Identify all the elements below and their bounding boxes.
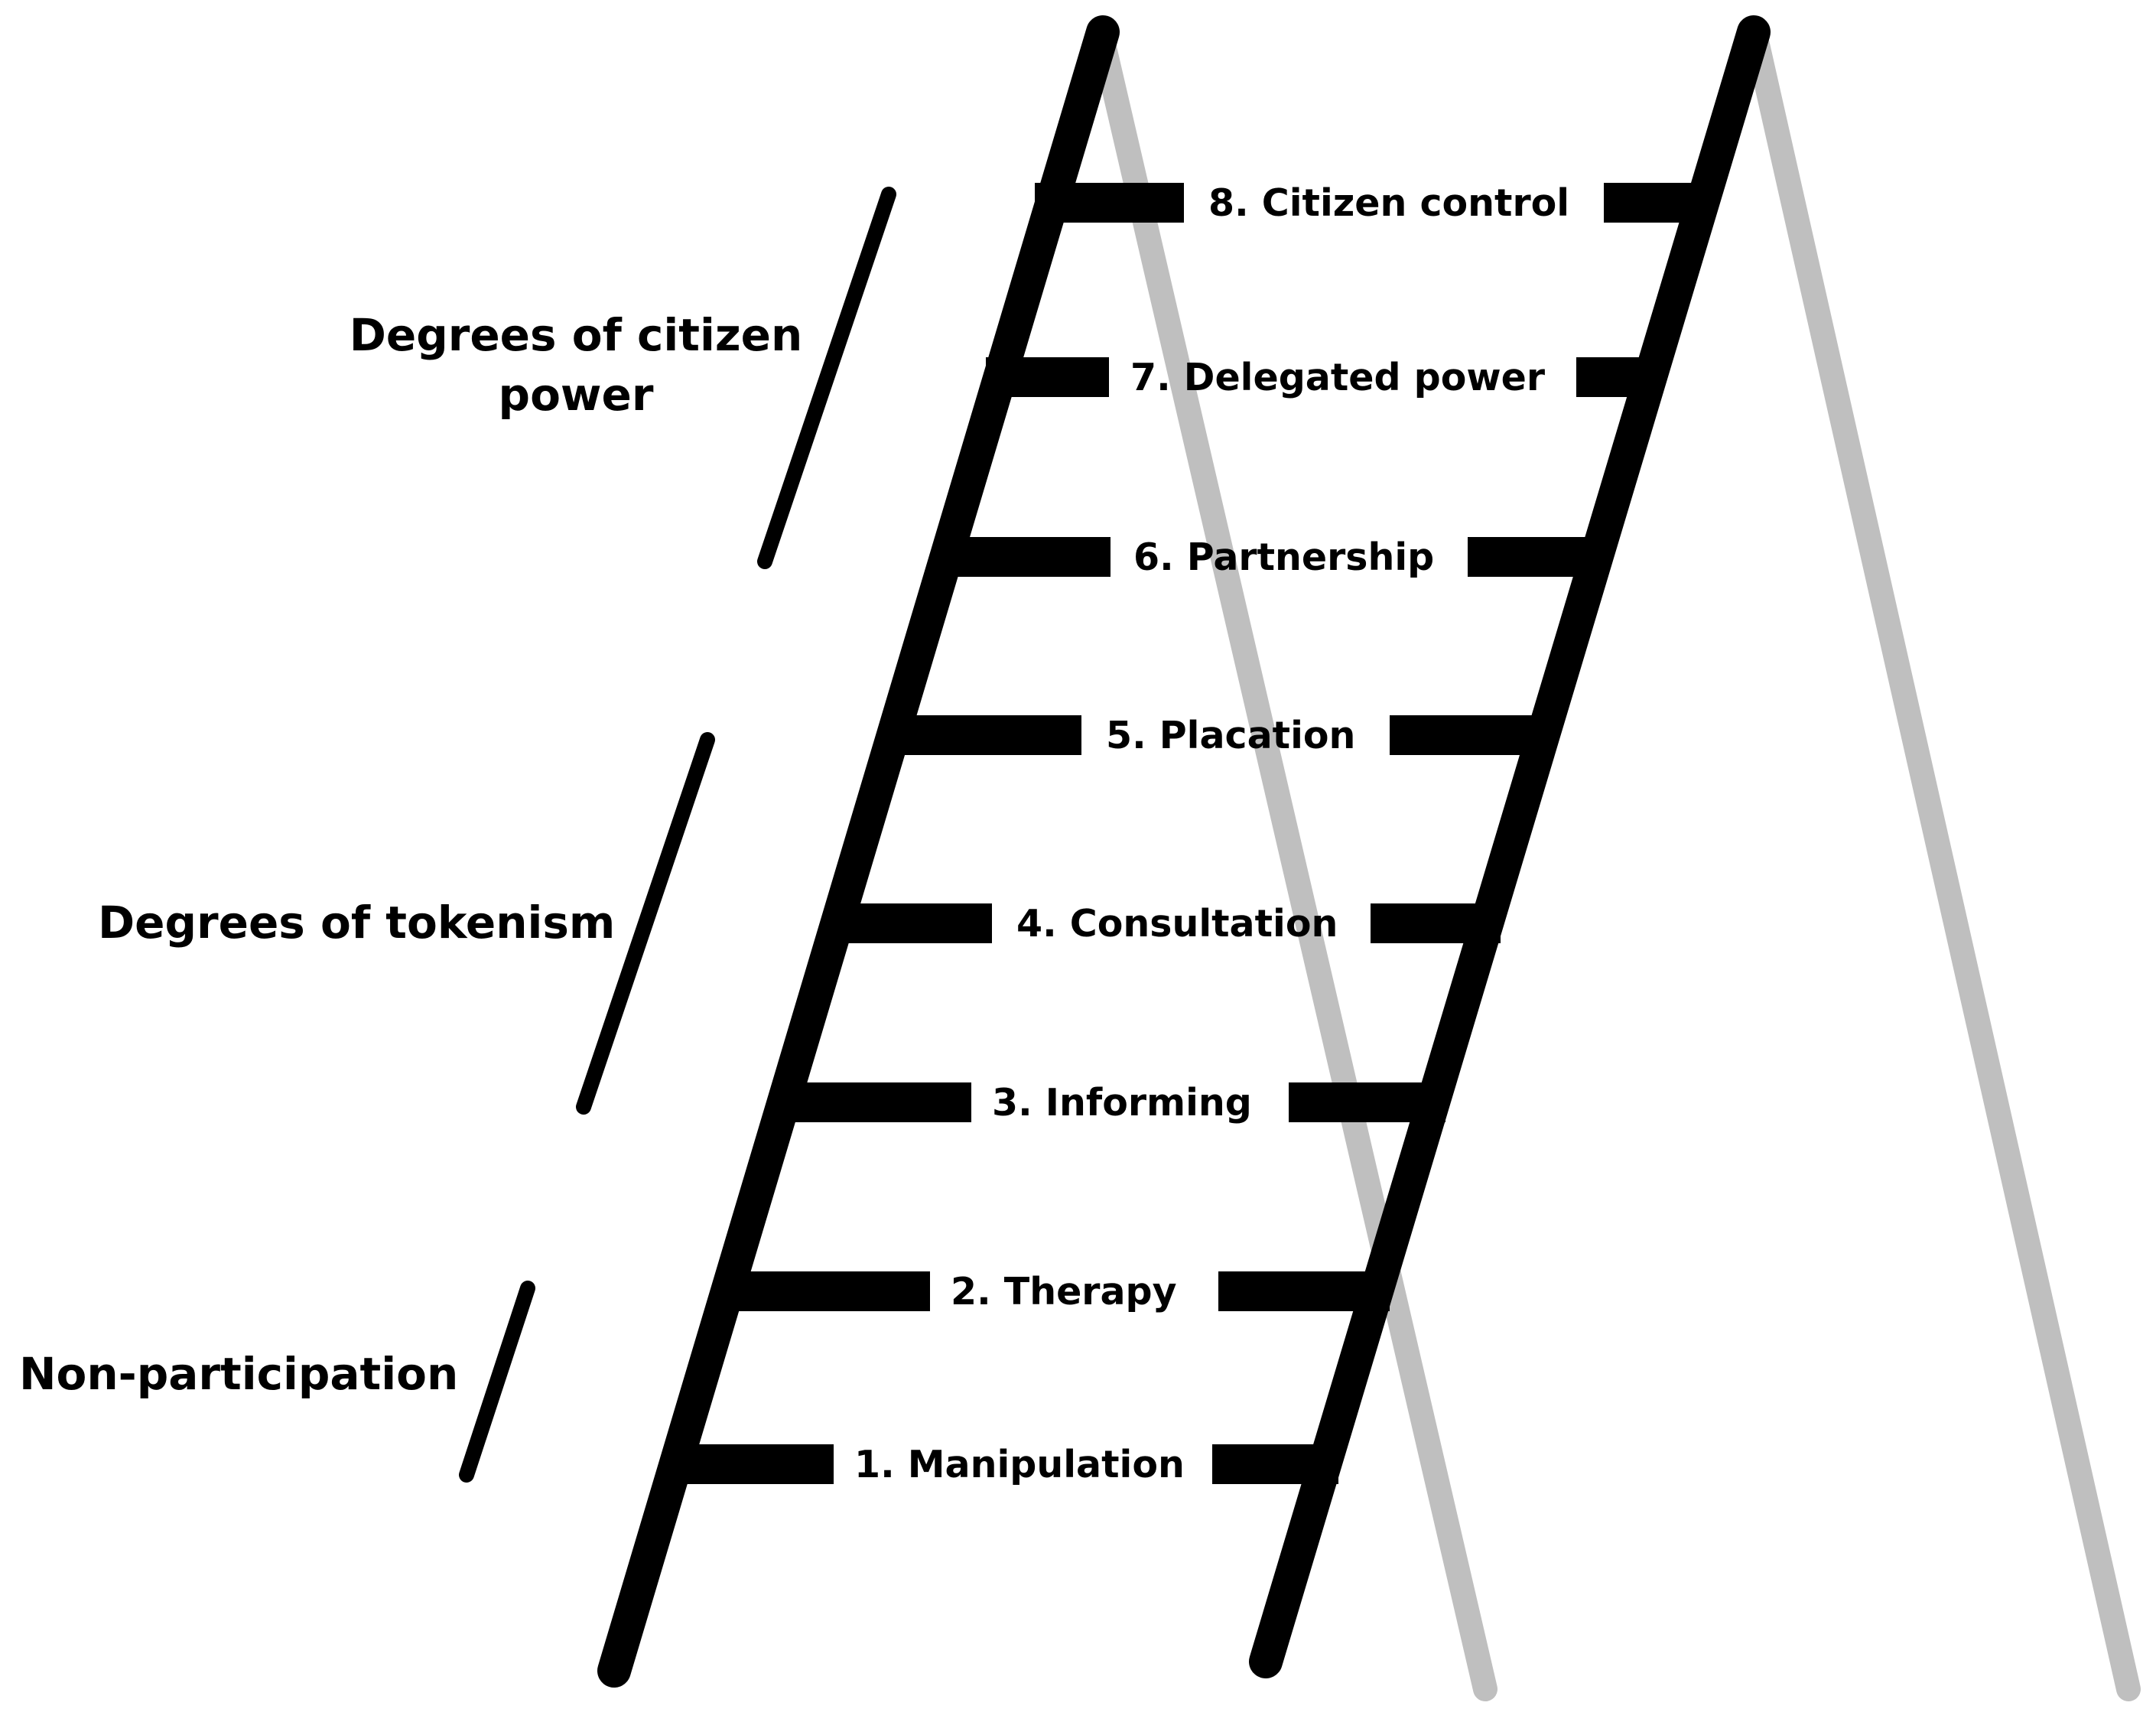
back-ladder bbox=[1089, 22, 2141, 1701]
front-ladder bbox=[597, 15, 1771, 1688]
rung-label-7: 7. Delegated power bbox=[1130, 356, 1546, 399]
rung-label-1: 1. Manipulation bbox=[854, 1443, 1185, 1486]
front-ladder-left-leg bbox=[597, 15, 1120, 1688]
rung-label-8: 8. Citizen control bbox=[1208, 181, 1569, 225]
group-labels: Degrees of citizen power Degrees of toke… bbox=[19, 309, 802, 1400]
front-ladder-right-leg bbox=[1249, 15, 1771, 1678]
back-ladder-left-leg bbox=[1089, 22, 1497, 1701]
rung-label-3: 3. Informing bbox=[992, 1081, 1252, 1125]
rung-label-4: 4. Consultation bbox=[1016, 902, 1338, 946]
back-ladder-right-leg bbox=[1743, 22, 2141, 1701]
rung-labels: 8. Citizen control 7. Delegated power 6.… bbox=[854, 181, 1569, 1486]
group-label-citizen-power-line2: power bbox=[499, 369, 654, 421]
bracket-tokenism bbox=[576, 732, 715, 1115]
bracket-non-participation bbox=[459, 1281, 535, 1483]
rung-label-5: 5. Placation bbox=[1106, 714, 1355, 757]
group-brackets bbox=[459, 187, 896, 1483]
bracket-citizen-power bbox=[757, 187, 896, 569]
rung-label-2: 2. Therapy bbox=[951, 1270, 1177, 1313]
group-label-non-participation: Non-participation bbox=[19, 1348, 458, 1400]
group-label-tokenism: Degrees of tokenism bbox=[98, 897, 615, 949]
group-label-citizen-power-line1: Degrees of citizen bbox=[350, 309, 803, 361]
rung-label-6: 6. Partnership bbox=[1133, 535, 1434, 579]
